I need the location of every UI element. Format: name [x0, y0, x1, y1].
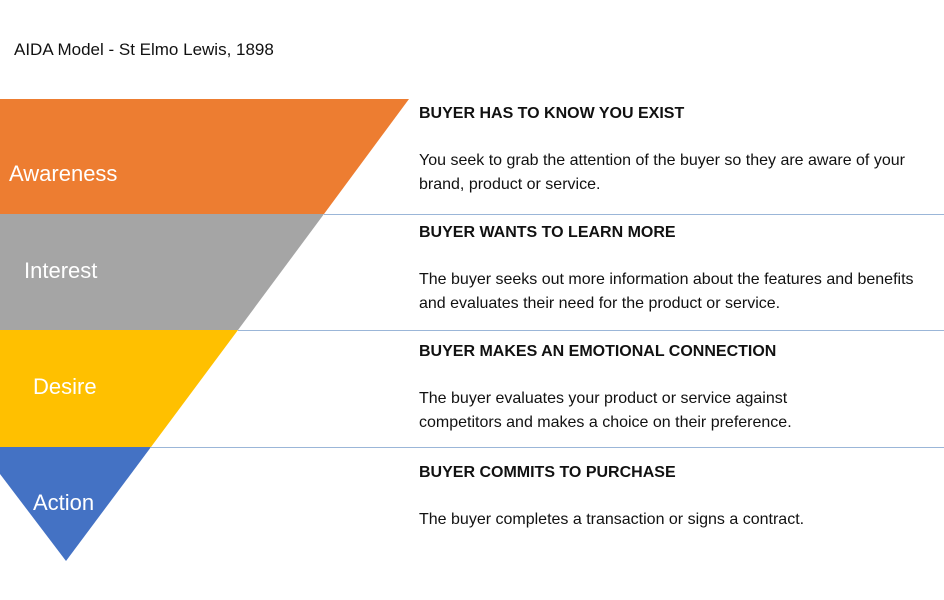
- stage-body: The buyer seeks out more information abo…: [419, 271, 914, 312]
- stage-label-awareness: Awareness: [9, 161, 118, 186]
- stage-description-action: BUYER COMMITS TO PURCHASE The buyer comp…: [419, 464, 939, 532]
- stage-label-interest: Interest: [24, 258, 98, 283]
- desire-segment: [0, 330, 238, 447]
- stage-body: The buyer evaluates your product or serv…: [419, 390, 792, 431]
- stage-description-awareness: BUYER HAS TO KNOW YOU EXIST You seek to …: [419, 105, 939, 197]
- stage-label-desire: Desire: [33, 374, 97, 399]
- stage-description-desire: BUYER MAKES AN EMOTIONAL CONNECTION The …: [419, 343, 939, 435]
- stage-body: The buyer completes a transaction or sig…: [419, 511, 805, 528]
- stage-body: You seek to grab the attention of the bu…: [419, 152, 905, 193]
- diagram-title: AIDA Model - St Elmo Lewis, 1898: [14, 40, 274, 59]
- action-segment: [0, 447, 151, 561]
- awareness-segment: [0, 99, 409, 214]
- stage-description-interest: BUYER WANTS TO LEARN MORE The buyer seek…: [419, 224, 939, 316]
- interest-segment: [0, 214, 324, 330]
- divider-line: [238, 330, 944, 331]
- stage-heading: BUYER HAS TO KNOW YOU EXIST: [419, 105, 685, 122]
- divider-line: [151, 447, 944, 448]
- stage-heading: BUYER COMMITS TO PURCHASE: [419, 464, 676, 481]
- divider-line: [324, 214, 944, 215]
- stage-heading: BUYER WANTS TO LEARN MORE: [419, 224, 676, 241]
- stage-heading: BUYER MAKES AN EMOTIONAL CONNECTION: [419, 343, 777, 360]
- stage-label-action: Action: [33, 490, 95, 515]
